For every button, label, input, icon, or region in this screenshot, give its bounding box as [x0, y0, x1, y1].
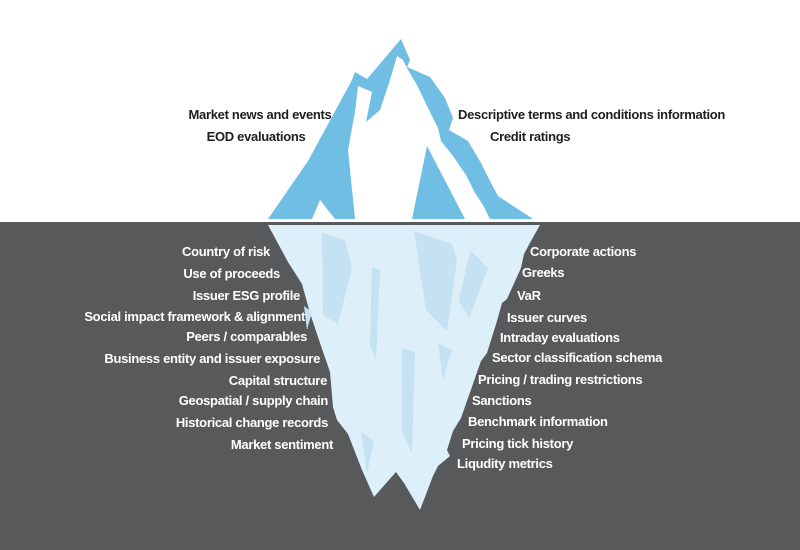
iceberg-tip-interior-white — [348, 56, 490, 219]
label-issuer-esg-profile: Issuer ESG profile — [192, 288, 301, 303]
iceberg-tip-base-notch — [312, 200, 335, 219]
label-sector-classification-schema: Sector classification schema — [492, 350, 663, 365]
iceberg-underwater-facet — [322, 233, 352, 324]
iceberg-underwater-facet — [438, 343, 452, 380]
iceberg-underwater-facet — [370, 267, 380, 360]
label-issuer-curves: Issuer curves — [507, 310, 587, 325]
label-eod-evaluations: EOD evaluations — [206, 129, 306, 144]
label-peers-comparables: Peers / comparables — [186, 329, 307, 344]
iceberg-underwater-facets — [304, 231, 488, 473]
label-market-sentiment: Market sentiment — [230, 437, 333, 452]
label-liqudity-metrics: Liqudity metrics — [457, 456, 553, 471]
iceberg-underwater-facet — [304, 306, 312, 330]
label-corporate-actions: Corporate actions — [530, 244, 637, 259]
label-sanctions: Sanctions — [472, 393, 532, 408]
label-benchmark-information: Benchmark information — [468, 414, 608, 429]
iceberg-underwater-facet — [414, 231, 457, 331]
label-capital-structure: Capital structure — [228, 373, 328, 388]
label-greeks: Greeks — [522, 265, 565, 280]
label-business-entity-and-issuer-exposure: Business entity and issuer exposure — [104, 351, 320, 366]
iceberg-underwater-facet — [361, 432, 374, 473]
label-var: VaR — [517, 288, 541, 303]
label-pricing-tick-history: Pricing tick history — [462, 436, 574, 451]
label-pricing-trading-restrictions: Pricing / trading restrictions — [478, 372, 643, 387]
iceberg-underwater-facet — [402, 348, 415, 453]
label-intraday-evaluations: Intraday evaluations — [500, 330, 620, 345]
iceberg-tip-inner-triangle — [412, 146, 465, 219]
label-historical-change-records: Historical change records — [175, 415, 328, 430]
iceberg-underwater-facet — [459, 250, 488, 318]
label-use-of-proceeds: Use of proceeds — [183, 266, 280, 281]
label-geospatial-supply-chain: Geospatial / supply chain — [178, 393, 329, 408]
label-descriptive-terms-and-conditions-information: Descriptive terms and conditions informa… — [458, 107, 726, 122]
label-country-of-risk: Country of risk — [182, 244, 270, 259]
label-credit-ratings: Credit ratings — [490, 129, 571, 144]
label-social-impact-framework-alignment: Social impact framework & alignment — [84, 309, 305, 324]
label-market-news-and-events: Market news and events — [188, 107, 332, 122]
